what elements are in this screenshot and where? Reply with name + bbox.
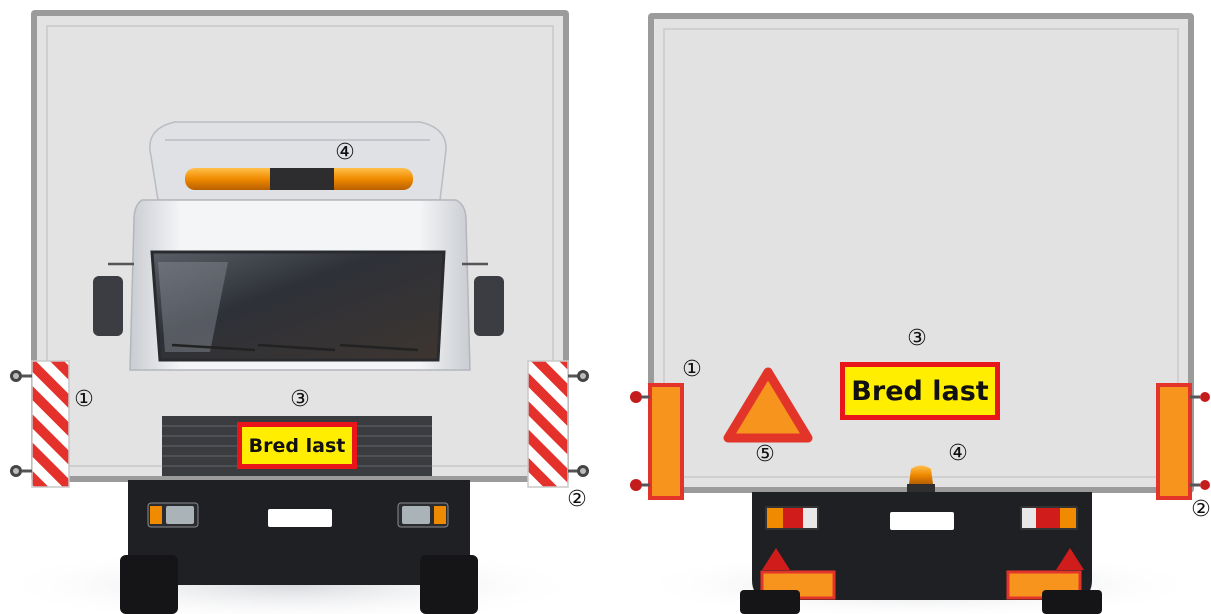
headlight-right — [402, 506, 430, 524]
wheel-right — [420, 555, 478, 614]
trailer-rear-frame — [740, 492, 1102, 614]
front-label-1: ① — [70, 386, 98, 414]
marker-board-left — [10, 361, 69, 487]
front-view — [0, 10, 590, 614]
rear-label-5: ⑤ — [751, 441, 779, 469]
tail-lamp-right — [1022, 508, 1036, 528]
mirror-right — [474, 276, 504, 336]
bumper — [128, 480, 470, 585]
mirror-left — [93, 276, 123, 336]
marker-lamp-icon — [630, 479, 642, 491]
rear-wide-load-sign: Bred last — [840, 362, 1000, 420]
front-wide-load-sign: Bred last — [237, 422, 357, 469]
rear-label-3: ③ — [903, 325, 931, 353]
rear-view — [630, 13, 1210, 614]
license-plate — [268, 509, 332, 527]
rear-label-4: ④ — [944, 440, 972, 468]
marker-lamp-icon — [630, 391, 642, 403]
front-label-4: ④ — [331, 139, 359, 167]
headlight-left — [166, 506, 194, 524]
marker-board-right — [528, 361, 589, 487]
wheel-left — [120, 555, 178, 614]
tail-lamp-left — [767, 508, 783, 528]
rear-label-1: ① — [678, 356, 706, 384]
reflector-board-left — [630, 385, 682, 498]
front-label-2: ② — [563, 486, 591, 514]
rotating-beacon-icon — [907, 466, 935, 493]
rear-label-2: ② — [1187, 496, 1211, 524]
reflector-board-right — [1158, 385, 1210, 498]
rear-license-plate — [890, 512, 954, 530]
front-label-3: ③ — [286, 386, 314, 414]
